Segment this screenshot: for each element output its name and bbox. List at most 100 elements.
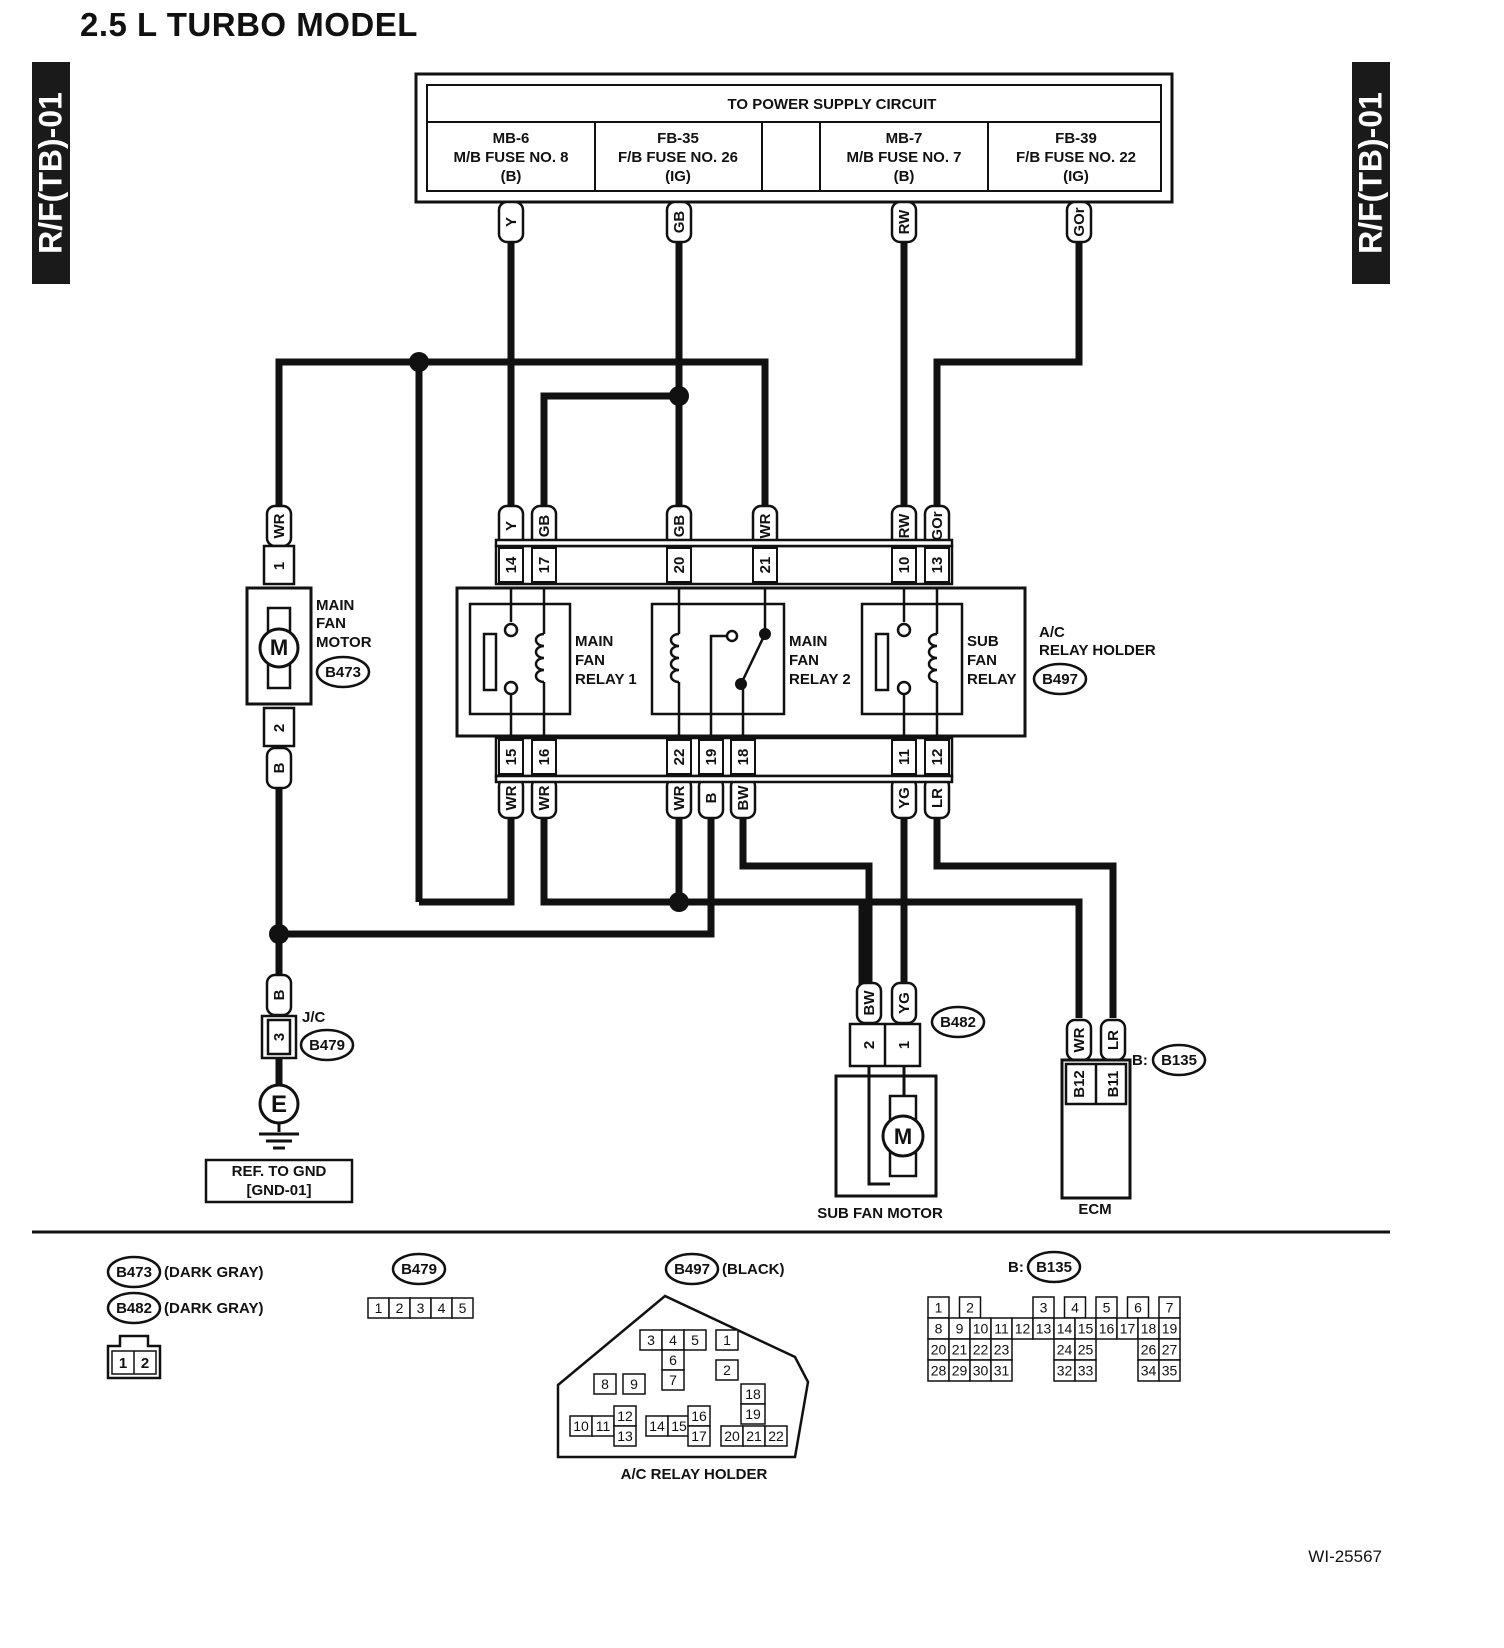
svg-text:6: 6 xyxy=(1134,1300,1142,1316)
svg-text:14: 14 xyxy=(649,1418,665,1434)
svg-text:M/B FUSE NO. 7: M/B FUSE NO. 7 xyxy=(846,149,961,166)
svg-text:2: 2 xyxy=(141,1355,149,1372)
connector-b497-tag: B497 xyxy=(1042,671,1078,688)
svg-text:7: 7 xyxy=(1166,1300,1174,1316)
svg-text:WR: WR xyxy=(757,513,774,538)
section-tab-right: R/F(TB)-01 xyxy=(1352,62,1390,284)
b497-pin: 11 xyxy=(591,1415,615,1437)
svg-text:B497: B497 xyxy=(674,1261,710,1278)
b135-pin: 9 xyxy=(948,1317,971,1340)
wire-tag-ecm: LR xyxy=(1099,1018,1127,1062)
wire-tag-relay-out: LR xyxy=(923,776,951,820)
power-supply-header: TO POWER SUPPLY CIRCUIT xyxy=(728,96,937,113)
svg-text:15: 15 xyxy=(503,749,520,766)
b497-pin: 13 xyxy=(613,1425,637,1447)
sub-relay-label: SUB FAN RELAY xyxy=(967,633,1016,688)
main-fan-motor xyxy=(245,544,313,748)
relay-pin-bottom: 18 xyxy=(730,739,756,775)
svg-text:27: 27 xyxy=(1162,1342,1178,1358)
b135-pin: 25 xyxy=(1074,1338,1097,1361)
svg-text:12: 12 xyxy=(617,1408,633,1424)
svg-text:17: 17 xyxy=(1120,1321,1136,1337)
sub-fan-pin-1: 1 xyxy=(896,1041,913,1049)
svg-text:22: 22 xyxy=(671,749,688,766)
svg-text:7: 7 xyxy=(669,1372,677,1388)
svg-text:M/B FUSE NO. 8: M/B FUSE NO. 8 xyxy=(453,149,568,166)
svg-text:F/B FUSE NO. 26: F/B FUSE NO. 26 xyxy=(618,149,738,166)
svg-text:1: 1 xyxy=(375,1300,383,1316)
b135-pin: 21 xyxy=(948,1338,971,1361)
svg-text:24: 24 xyxy=(1057,1342,1073,1358)
b497-pin: 18 xyxy=(740,1383,766,1405)
b135-pin: 18 xyxy=(1137,1317,1160,1340)
b497-pin: 8 xyxy=(593,1373,617,1395)
main-fan-motor-label: MAIN FAN MOTOR B473 xyxy=(315,597,372,689)
b135-pin: 17 xyxy=(1116,1317,1139,1340)
svg-text:29: 29 xyxy=(952,1363,968,1379)
svg-text:19: 19 xyxy=(1162,1321,1178,1337)
svg-text:B482: B482 xyxy=(940,1014,976,1031)
relay-switch-dots xyxy=(735,628,771,690)
svg-text:B: B xyxy=(271,762,288,773)
ground-e-symbol: E xyxy=(271,1091,287,1118)
b497-pin: 2 xyxy=(715,1359,739,1381)
svg-text:11: 11 xyxy=(994,1321,1009,1337)
b497-pin: 19 xyxy=(740,1403,766,1425)
svg-text:B: B xyxy=(703,792,720,803)
svg-text:13: 13 xyxy=(617,1428,633,1444)
svg-text:21: 21 xyxy=(952,1342,968,1358)
svg-text:B:: B: xyxy=(1008,1259,1024,1276)
svg-text:20: 20 xyxy=(671,557,688,574)
svg-text:YG: YG xyxy=(896,992,913,1014)
svg-text:15: 15 xyxy=(1078,1321,1094,1337)
svg-text:10: 10 xyxy=(896,557,913,574)
svg-text:8: 8 xyxy=(601,1376,609,1392)
svg-text:21: 21 xyxy=(746,1428,762,1444)
svg-text:13: 13 xyxy=(929,557,946,574)
svg-text:FAN: FAN xyxy=(575,652,605,669)
b135-pin: 24 xyxy=(1053,1338,1076,1361)
b135-pin: 12 xyxy=(1011,1317,1034,1340)
svg-text:1: 1 xyxy=(119,1355,127,1372)
motor-symbol: M xyxy=(270,635,288,660)
b479-pin: 5 xyxy=(451,1297,474,1319)
wire-tag-top: GB xyxy=(665,200,693,244)
svg-text:6: 6 xyxy=(669,1352,677,1368)
svg-text:5: 5 xyxy=(459,1300,467,1316)
legend-b473: B473 (DARK GRAY) xyxy=(106,1255,263,1289)
svg-text:13: 13 xyxy=(1036,1321,1052,1337)
svg-text:GB: GB xyxy=(536,515,553,538)
svg-text:WR: WR xyxy=(271,513,288,538)
ecm-pin-b12: B12 xyxy=(1071,1070,1088,1098)
svg-text:5: 5 xyxy=(691,1332,699,1348)
b135-pin: 28 xyxy=(927,1359,950,1382)
svg-text:WR: WR xyxy=(536,785,553,810)
relay-internals xyxy=(482,588,939,736)
svg-text:F/B FUSE NO. 22: F/B FUSE NO. 22 xyxy=(1016,149,1136,166)
svg-text:2: 2 xyxy=(723,1362,731,1378)
svg-text:22: 22 xyxy=(768,1428,784,1444)
relay-pin-top: 10 xyxy=(891,547,917,583)
svg-text:22: 22 xyxy=(973,1342,989,1358)
b497-pin: 12 xyxy=(613,1405,637,1427)
svg-text:FB-35: FB-35 xyxy=(657,130,699,147)
sub-motor-symbol: M xyxy=(894,1124,912,1149)
svg-text:B479: B479 xyxy=(309,1037,345,1054)
svg-text:A/C: A/C xyxy=(1039,624,1065,641)
svg-text:RW: RW xyxy=(896,209,913,235)
svg-text:WR: WR xyxy=(1071,1027,1088,1052)
junction-dots xyxy=(269,352,689,944)
relay-pin-top: 14 xyxy=(498,547,524,583)
wire-tag-sub-fan: YG xyxy=(890,981,918,1025)
b135-pin: 32 xyxy=(1053,1359,1076,1382)
b135-pin: 8 xyxy=(927,1317,950,1340)
svg-text:GB: GB xyxy=(671,515,688,538)
b135-pin: 10 xyxy=(969,1317,992,1340)
figure-id: WI-25567 xyxy=(1308,1547,1382,1566)
connector-b482-tag: B482 xyxy=(930,1005,986,1039)
relay-pin-top: 20 xyxy=(666,547,692,583)
svg-text:B: B xyxy=(271,989,288,1000)
svg-text:2: 2 xyxy=(966,1300,974,1316)
